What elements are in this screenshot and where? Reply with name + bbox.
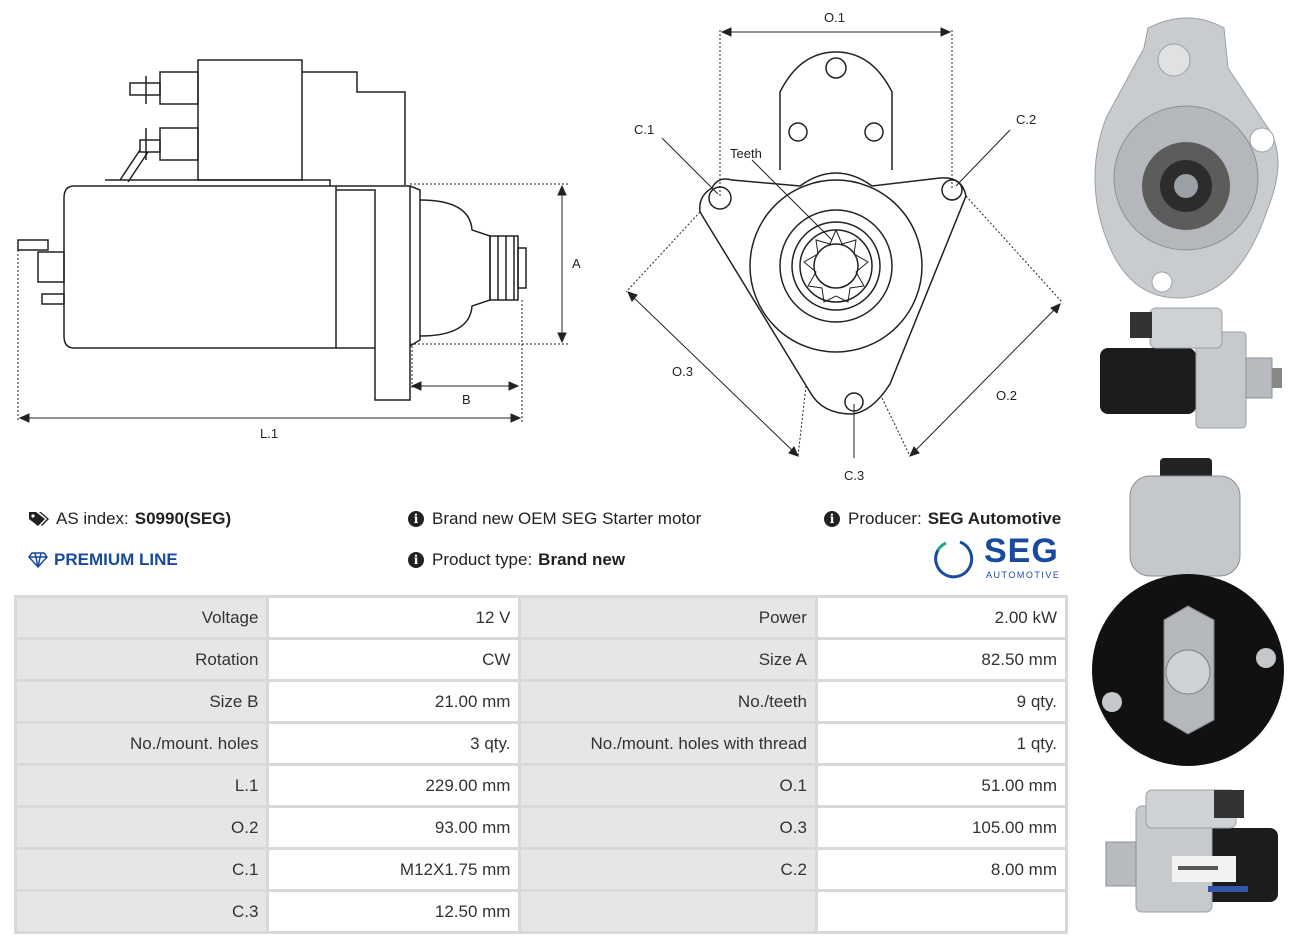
spec-key — [521, 892, 815, 931]
photo-rear-end — [1090, 450, 1286, 780]
spec-value: 3 qty. — [269, 724, 519, 763]
producer: i Producer: SEG Automotive — [824, 509, 1061, 529]
spec-value: 229.00 mm — [269, 766, 519, 805]
spec-value — [817, 892, 1065, 931]
label-o1: O.1 — [824, 10, 845, 25]
spec-value: 8.00 mm — [817, 850, 1065, 889]
photo-front-drive-end — [1088, 8, 1284, 304]
spec-key: No./mount. holes — [17, 724, 267, 763]
seg-logo-sub: AUTOMOTIVE — [986, 570, 1061, 580]
producer-label: Producer: — [848, 509, 922, 528]
product-type-value: Brand new — [538, 550, 626, 569]
front-view-drawing: O.1 O.3 O.2 C.1 C.2 C.3 Teeth — [625, 10, 1063, 483]
seg-logo-name: SEG — [984, 532, 1059, 570]
spec-value: 82.50 mm — [817, 640, 1065, 679]
product-type: i Product type: Brand new — [408, 550, 625, 570]
spec-key: O.1 — [521, 766, 815, 805]
label-o3: O.3 — [672, 364, 693, 379]
spec-key: Rotation — [17, 640, 267, 679]
spec-value: 9 qty. — [817, 682, 1065, 721]
spec-value: 12.50 mm — [269, 892, 519, 931]
spec-key: Voltage — [17, 598, 267, 637]
spec-key: No./mount. holes with thread — [521, 724, 815, 763]
label-teeth: Teeth — [730, 146, 762, 161]
spec-value: 1 qty. — [817, 724, 1065, 763]
description: i Brand new OEM SEG Starter motor — [408, 509, 701, 529]
label-c3: C.3 — [844, 468, 864, 483]
description-text: Brand new OEM SEG Starter motor — [432, 509, 702, 528]
info-icon: i — [408, 511, 424, 527]
side-view-drawing: A B L.1 — [17, 59, 581, 441]
spec-value: 105.00 mm — [817, 808, 1065, 847]
spec-value: 21.00 mm — [269, 682, 519, 721]
label-b: B — [462, 392, 471, 407]
spec-key: Size A — [521, 640, 815, 679]
label-c2: C.2 — [1016, 112, 1036, 127]
spec-key: O.3 — [521, 808, 815, 847]
spec-value: 12 V — [269, 598, 519, 637]
spec-value: 2.00 kW — [817, 598, 1065, 637]
spec-key: Power — [521, 598, 815, 637]
spec-key: No./teeth — [521, 682, 815, 721]
spec-key: Size B — [17, 682, 267, 721]
tag-icon — [29, 512, 49, 526]
spec-key: C.3 — [17, 892, 267, 931]
spec-key: C.1 — [17, 850, 267, 889]
photo-side — [1094, 302, 1286, 446]
diamond-icon — [28, 552, 48, 568]
premium-label: PREMIUM LINE — [54, 550, 178, 569]
photo-label-side — [1096, 786, 1286, 926]
label-l1: L.1 — [260, 426, 278, 441]
seg-logo: SEG AUTOMOTIVE — [930, 532, 1070, 586]
info-icon: i — [408, 552, 424, 568]
spec-key: O.2 — [17, 808, 267, 847]
info-icon: i — [824, 511, 840, 527]
spec-value: M12X1.75 mm — [269, 850, 519, 889]
spec-value: 51.00 mm — [817, 766, 1065, 805]
as-index-value: S0990(SEG) — [134, 509, 232, 528]
as-index: AS index: S0990(SEG) — [28, 509, 231, 529]
seg-logo-arc-icon — [934, 540, 974, 579]
producer-value: SEG Automotive — [927, 509, 1062, 528]
spec-value: CW — [269, 640, 519, 679]
spec-value: 93.00 mm — [269, 808, 519, 847]
premium-line: PREMIUM LINE — [28, 550, 178, 570]
label-a: A — [572, 256, 581, 271]
as-index-label: AS index: — [56, 509, 129, 528]
label-o2: O.2 — [996, 388, 1017, 403]
spec-key: C.2 — [521, 850, 815, 889]
spec-key: L.1 — [17, 766, 267, 805]
label-c1: C.1 — [634, 122, 654, 137]
product-type-label: Product type: — [432, 550, 533, 569]
